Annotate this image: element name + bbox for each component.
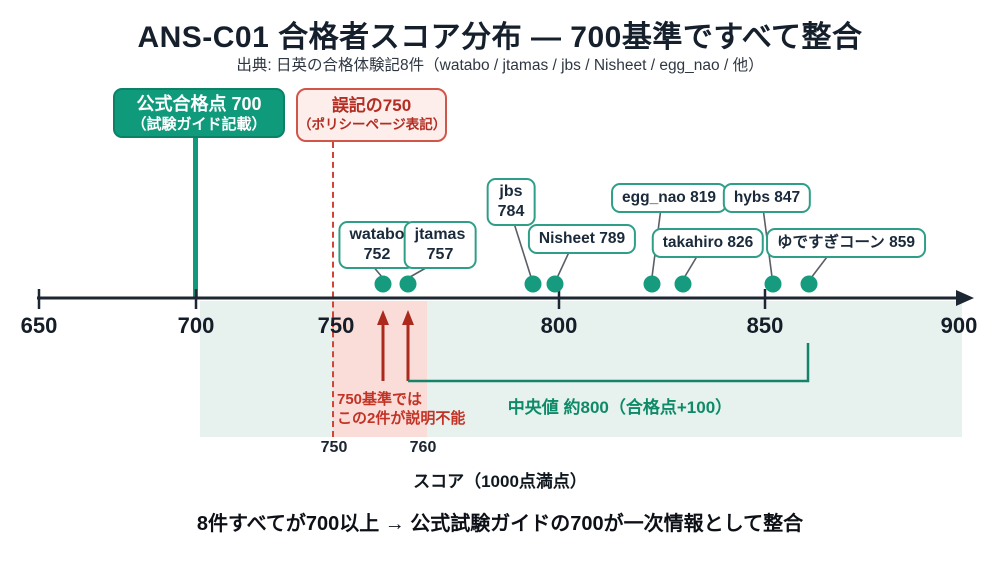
page-title: ANS-C01 合格者スコア分布 — 700基準ですべて整合: [137, 21, 863, 54]
data-point-dot-jbs: [524, 275, 542, 293]
point-label-egg_nao: egg_nao 819: [611, 183, 727, 213]
unexplained-note-line2: この2件が説明不能: [337, 410, 466, 427]
mistaken-pass-subtitle: （ポリシーページ表記）: [298, 117, 447, 132]
tick-label-750: 750: [318, 313, 355, 338]
point-label-takahiro: takahiro 826: [651, 228, 765, 258]
axis-caption: スコア（1000点満点）: [413, 472, 587, 491]
median-note: 中央値 約800（合格点+100）: [507, 398, 733, 417]
tick-label-850: 850: [747, 313, 784, 338]
median-bracket: [408, 343, 810, 383]
point-label-jtamas: jtamas 757: [403, 221, 477, 269]
data-point-dot-egg_nao: [643, 275, 661, 293]
conclusion-text: 8件すべてが700以上 → 公式試験ガイドの700が一次情報として整合: [196, 513, 804, 535]
official-pass-subtitle: （試験ガイド記載）: [131, 116, 267, 133]
data-point-dot-jtamas: [399, 275, 417, 293]
official-pass-title: 公式合格点 700: [136, 94, 262, 114]
tick-label-800: 800: [541, 313, 578, 338]
unexplained-note-line1: 750基準では: [337, 391, 423, 408]
mistaken-pass-dashed-line-750: [332, 142, 334, 437]
data-point-dot-takahiro: [674, 275, 692, 293]
unexplained-note: 750基準では この2件が説明不能: [337, 390, 465, 428]
point-score: 784: [497, 203, 525, 220]
data-point-dot-ゆですぎコーン: [800, 275, 818, 293]
mistaken-pass-title: 誤記の750: [331, 96, 412, 115]
point-score: 752: [363, 246, 391, 263]
tick-label-900: 900: [941, 313, 978, 338]
unexplained-arrow-head-icon: [402, 310, 414, 325]
point-name: jtamas: [414, 226, 466, 243]
tick-label-700: 700: [178, 313, 215, 338]
source-subtitle: 出典: 日英の合格体験記8件（watabo / jtamas / jbs / N…: [236, 57, 764, 74]
unexplained-arrow-head-icon: [377, 310, 389, 325]
mistaken-pass-callout: 誤記の750 （ポリシーページ表記）: [296, 88, 447, 142]
point-score: 757: [426, 246, 454, 263]
point-name: jbs: [499, 183, 523, 200]
band-label-750: 750: [320, 439, 348, 456]
band-label-760: 760: [409, 439, 437, 456]
official-pass-line-700: [193, 138, 198, 298]
data-point-dot-watabo: [374, 275, 392, 293]
point-label-hybs: hybs 847: [722, 183, 812, 213]
axis-arrowhead-icon: [956, 290, 974, 306]
tick-label-650: 650: [21, 313, 58, 338]
point-label-Nisheet: Nisheet 789: [527, 224, 637, 254]
data-point-dot-hybs: [764, 275, 782, 293]
data-point-dot-Nisheet: [546, 275, 564, 293]
label-connector: [556, 249, 571, 279]
point-label-jbs: jbs 784: [486, 178, 536, 226]
point-name: watabo: [349, 226, 405, 243]
official-pass-callout: 公式合格点 700 （試験ガイド記載）: [113, 88, 285, 138]
point-label-ゆですぎコーン: ゆですぎコーン 859: [766, 228, 926, 258]
score-range-band: [200, 301, 962, 437]
label-connector: [512, 219, 532, 278]
point-label-watabo: watabo 752: [338, 221, 416, 269]
